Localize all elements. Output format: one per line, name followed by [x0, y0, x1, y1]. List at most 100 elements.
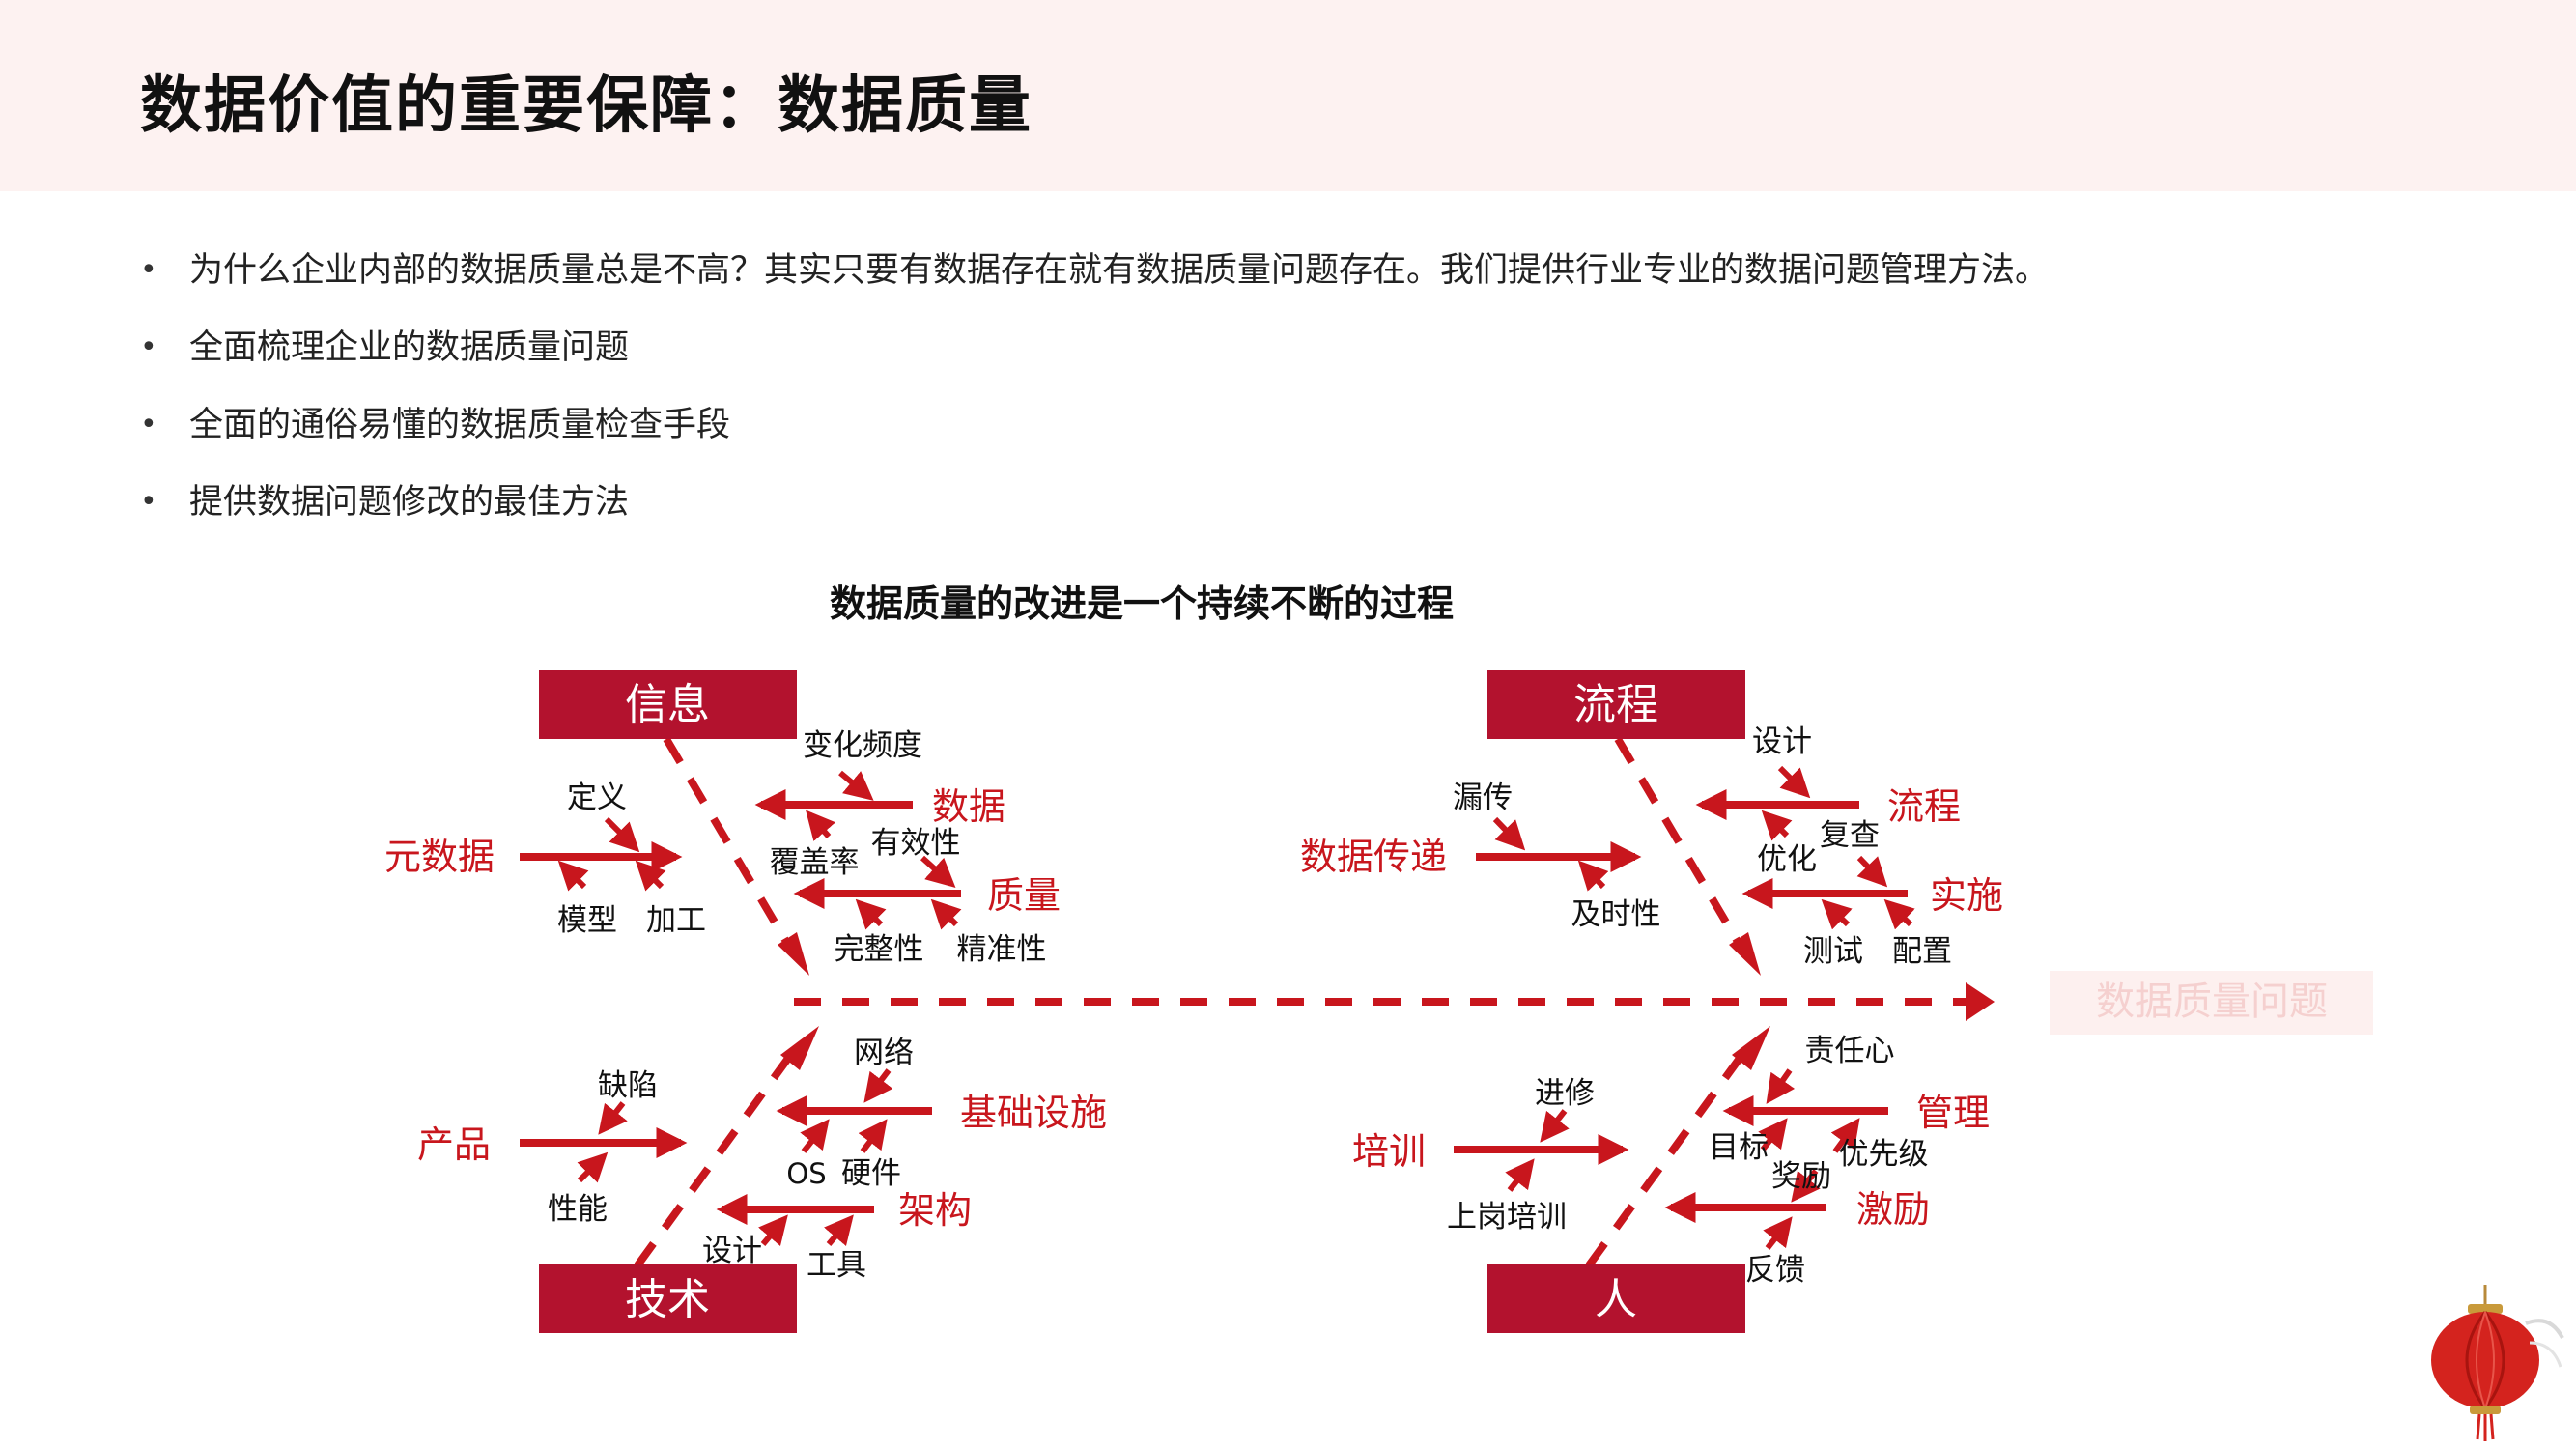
sub-performance: 性能 [548, 1192, 608, 1227]
page-title: 数据价值的重要保障：数据质量 [140, 71, 1033, 142]
bone-info [663, 736, 796, 954]
sub-validity: 有效性 [871, 826, 961, 861]
category-people: 人 [1595, 1275, 1637, 1324]
bullet-dot: • [140, 485, 157, 519]
bone-process [1614, 736, 1747, 954]
sub-accuracy: 精准性 [957, 932, 1047, 967]
sub-defect: 缺陷 [598, 1068, 658, 1103]
cause-training: 培训 [1352, 1130, 1426, 1173]
subarrow-accuracy [930, 898, 962, 930]
sub-processing: 加工 [646, 903, 706, 938]
sub-priority: 优先级 [1839, 1137, 1929, 1172]
cause-infrastructure: 基础设施 [960, 1092, 1107, 1134]
subarrow-responsibility [1766, 1068, 1796, 1104]
subarrow-goal [1758, 1118, 1788, 1151]
sub-arch-design: 设计 [702, 1234, 762, 1268]
sub-optimize: 优化 [1757, 842, 1817, 877]
subarrow-model [557, 860, 589, 892]
subarrow-change-freq [838, 770, 874, 801]
cause-incentive: 激励 [1856, 1188, 1930, 1231]
subarrow-onboarding [1505, 1158, 1535, 1192]
sub-omission: 漏传 [1453, 781, 1513, 815]
category-box-info [539, 670, 797, 739]
bullet-dot: • [140, 330, 157, 364]
sub-definition: 定义 [567, 781, 627, 815]
cause-flow: 流程 [1887, 785, 1961, 828]
subarrow-network [863, 1068, 893, 1103]
category-box-process [1487, 670, 1745, 739]
subarrow-test [1821, 898, 1853, 930]
subarrow-validity [920, 855, 956, 889]
sub-feedback: 反馈 [1745, 1253, 1805, 1288]
subarrow-os [800, 1119, 830, 1153]
cause-quality: 质量 [987, 874, 1061, 917]
subarrow-review [1856, 855, 1888, 888]
cause-metadata: 元数据 [384, 836, 495, 878]
sub-design: 设计 [1752, 724, 1812, 759]
cause-data-transfer: 数据传递 [1300, 836, 1447, 878]
category-process: 流程 [1573, 680, 1658, 729]
bullet-item: • 提供数据问题修改的最佳方法 [135, 473, 2049, 551]
sub-coverage: 覆盖率 [770, 845, 860, 880]
bone-tech-arrowhead [780, 1026, 819, 1070]
head-label-box [2050, 971, 2373, 1035]
category-tech: 技术 [625, 1275, 710, 1324]
bullet-text: 为什么企业内部的数据质量总是不高？其实只要有数据存在就有数据质量问题存在。我们提… [189, 251, 2050, 290]
bone-people-arrowhead [1732, 1026, 1770, 1070]
cause-product: 产品 [417, 1123, 491, 1166]
subarrow-definition [604, 816, 640, 853]
sub-model: 模型 [557, 903, 617, 938]
sub-hardware: 硬件 [841, 1156, 901, 1191]
sub-onboarding: 上岗培训 [1447, 1200, 1567, 1235]
diagram-title: 数据质量的改进是一个持续不断的过程 [830, 582, 1454, 625]
subarrow-design [1777, 765, 1811, 799]
head-label: 数据质量问题 [2096, 980, 2328, 1024]
cause-implementation: 实施 [1930, 874, 2003, 917]
sub-change-freq: 变化频度 [803, 728, 922, 763]
sub-timeliness: 及时性 [1571, 897, 1661, 932]
subarrow-reward [1791, 1169, 1821, 1203]
cause-architecture: 架构 [898, 1189, 972, 1232]
cause-management: 管理 [1916, 1092, 1990, 1134]
bullet-text: 全面的通俗易懂的数据质量检查手段 [189, 406, 731, 444]
sub-network: 网络 [854, 1036, 914, 1070]
bullet-item: • 为什么企业内部的数据质量总是不高？其实只要有数据存在就有数据质量问题存在。我们… [135, 242, 2049, 319]
bone-process-arrowhead [1729, 932, 1761, 976]
sub-completeness: 完整性 [835, 932, 924, 967]
subarrow-defect [598, 1101, 628, 1135]
sub-responsibility: 责任心 [1805, 1034, 1895, 1068]
bullet-text: 提供数据问题修改的最佳方法 [189, 483, 630, 522]
subarrow-priority [1830, 1118, 1860, 1153]
subarrow-timeliness [1577, 860, 1609, 892]
sub-advanced: 进修 [1535, 1076, 1595, 1111]
sub-test: 测试 [1803, 934, 1863, 969]
subarrow-performance [577, 1151, 609, 1183]
category-box-people [1487, 1264, 1745, 1333]
subarrow-hardware [858, 1119, 888, 1153]
spine-arrowhead [1966, 982, 1995, 1021]
bullet-list: • 为什么企业内部的数据质量总是不高？其实只要有数据存在就有数据质量问题存在。我们… [135, 242, 2049, 551]
subarrow-advanced [1540, 1109, 1570, 1143]
category-info: 信息 [625, 680, 710, 729]
subarrow-completeness [855, 898, 887, 930]
red-lantern-icon [2431, 1285, 2564, 1441]
sub-os: OS [786, 1157, 826, 1190]
sub-goal: 目标 [1709, 1130, 1769, 1165]
sub-reward: 奖励 [1771, 1159, 1831, 1194]
bullet-dot: • [140, 253, 157, 287]
category-box-tech [539, 1264, 797, 1333]
sub-tools: 工具 [807, 1248, 866, 1283]
subarrow-processing [635, 860, 666, 892]
sub-config: 配置 [1892, 934, 1952, 969]
bullet-item: • 全面的通俗易懂的数据质量检查手段 [135, 396, 2049, 473]
subarrow-feedback [1763, 1216, 1793, 1250]
subarrow-coverage [806, 810, 836, 841]
cause-data: 数据 [932, 785, 1005, 828]
bullet-dot: • [140, 408, 157, 441]
bullet-item: •全面梳理企业的数据质量问题 [135, 319, 2049, 396]
subarrow-arch-design [758, 1214, 788, 1247]
subarrow-config [1883, 898, 1915, 930]
sub-review: 复查 [1820, 818, 1880, 853]
bone-info-arrowhead [778, 932, 809, 976]
